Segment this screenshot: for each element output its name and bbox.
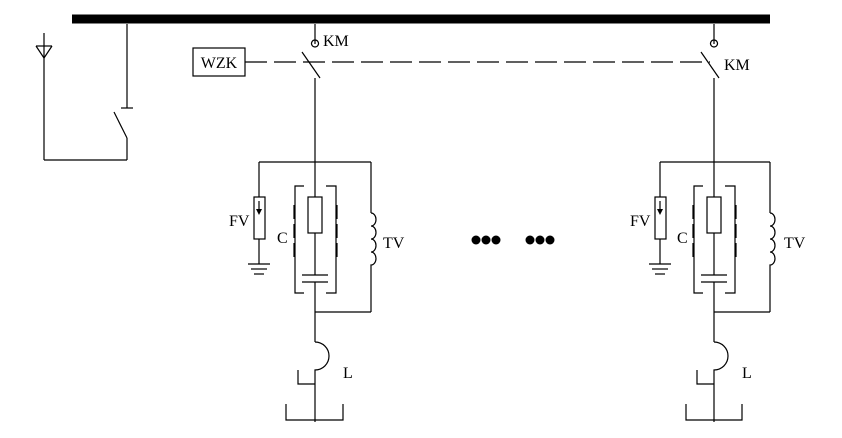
- contactor-left: KM: [301, 24, 349, 162]
- transformer-right: TV: [769, 212, 806, 268]
- l-right-label: L: [742, 365, 752, 382]
- reactor-right: L: [696, 341, 752, 386]
- km-left-label: KM: [323, 33, 349, 50]
- tv-left-label: TV: [383, 235, 405, 252]
- tv-right-label: TV: [784, 235, 806, 252]
- km-right-label: KM: [724, 57, 750, 74]
- arrester-left: FV: [229, 162, 270, 275]
- continuation-dots: [471, 235, 555, 245]
- wzk-controller: WZK: [192, 47, 246, 77]
- contactor-right: KM: [700, 24, 750, 162]
- transformer-left: TV: [370, 212, 405, 268]
- arrester-right: FV: [630, 162, 671, 275]
- reactor-left: L: [297, 341, 353, 386]
- capacitor-left: C: [277, 162, 338, 342]
- bottom-connector-left: [285, 386, 344, 422]
- branch-right: KM FV: [630, 24, 806, 422]
- earthing-switch: [35, 24, 133, 161]
- capacitor-right: C: [677, 162, 737, 342]
- c-left-label: C: [277, 230, 288, 247]
- c-right-label: C: [677, 230, 688, 247]
- fv-left-label: FV: [229, 213, 250, 230]
- fv-right-label: FV: [630, 213, 651, 230]
- l-left-label: L: [343, 365, 353, 382]
- wzk-label: WZK: [201, 55, 238, 72]
- bottom-connector-right: [685, 386, 743, 422]
- branch-left: KM FV: [229, 24, 405, 422]
